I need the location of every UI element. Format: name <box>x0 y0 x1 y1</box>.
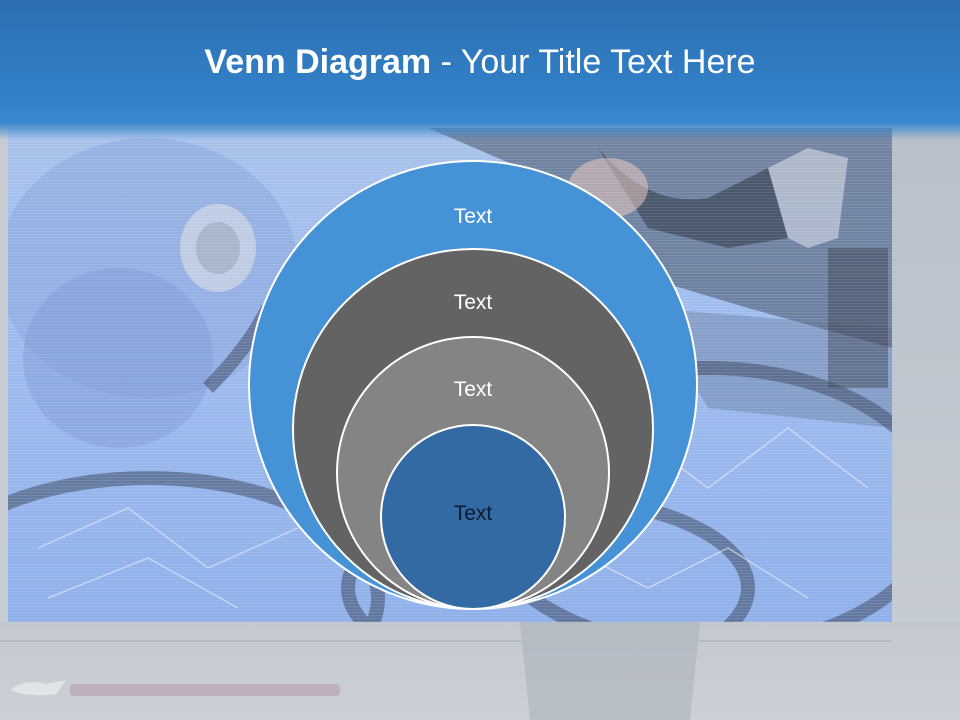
venn-circle-label[interactable]: Text <box>453 502 493 525</box>
right-strip <box>892 128 960 720</box>
title-bar: Venn Diagram - Your Title Text Here <box>0 0 960 140</box>
slide-title: Venn Diagram - Your Title Text Here <box>0 40 960 84</box>
floor-band <box>0 622 960 720</box>
title-subtitle-text: - Your Title Text Here <box>431 43 756 81</box>
venn-diagram: Text Text Text Text <box>248 160 698 610</box>
title-main-text: Venn Diagram <box>204 43 432 81</box>
venn-circle-inner[interactable]: Text <box>380 424 566 610</box>
watermark-logo <box>10 680 340 696</box>
floor-shadow <box>0 622 892 720</box>
venn-circle-label[interactable]: Text <box>453 291 493 314</box>
venn-circle-label[interactable]: Text <box>453 205 493 228</box>
venn-circle-label[interactable]: Text <box>453 378 493 401</box>
